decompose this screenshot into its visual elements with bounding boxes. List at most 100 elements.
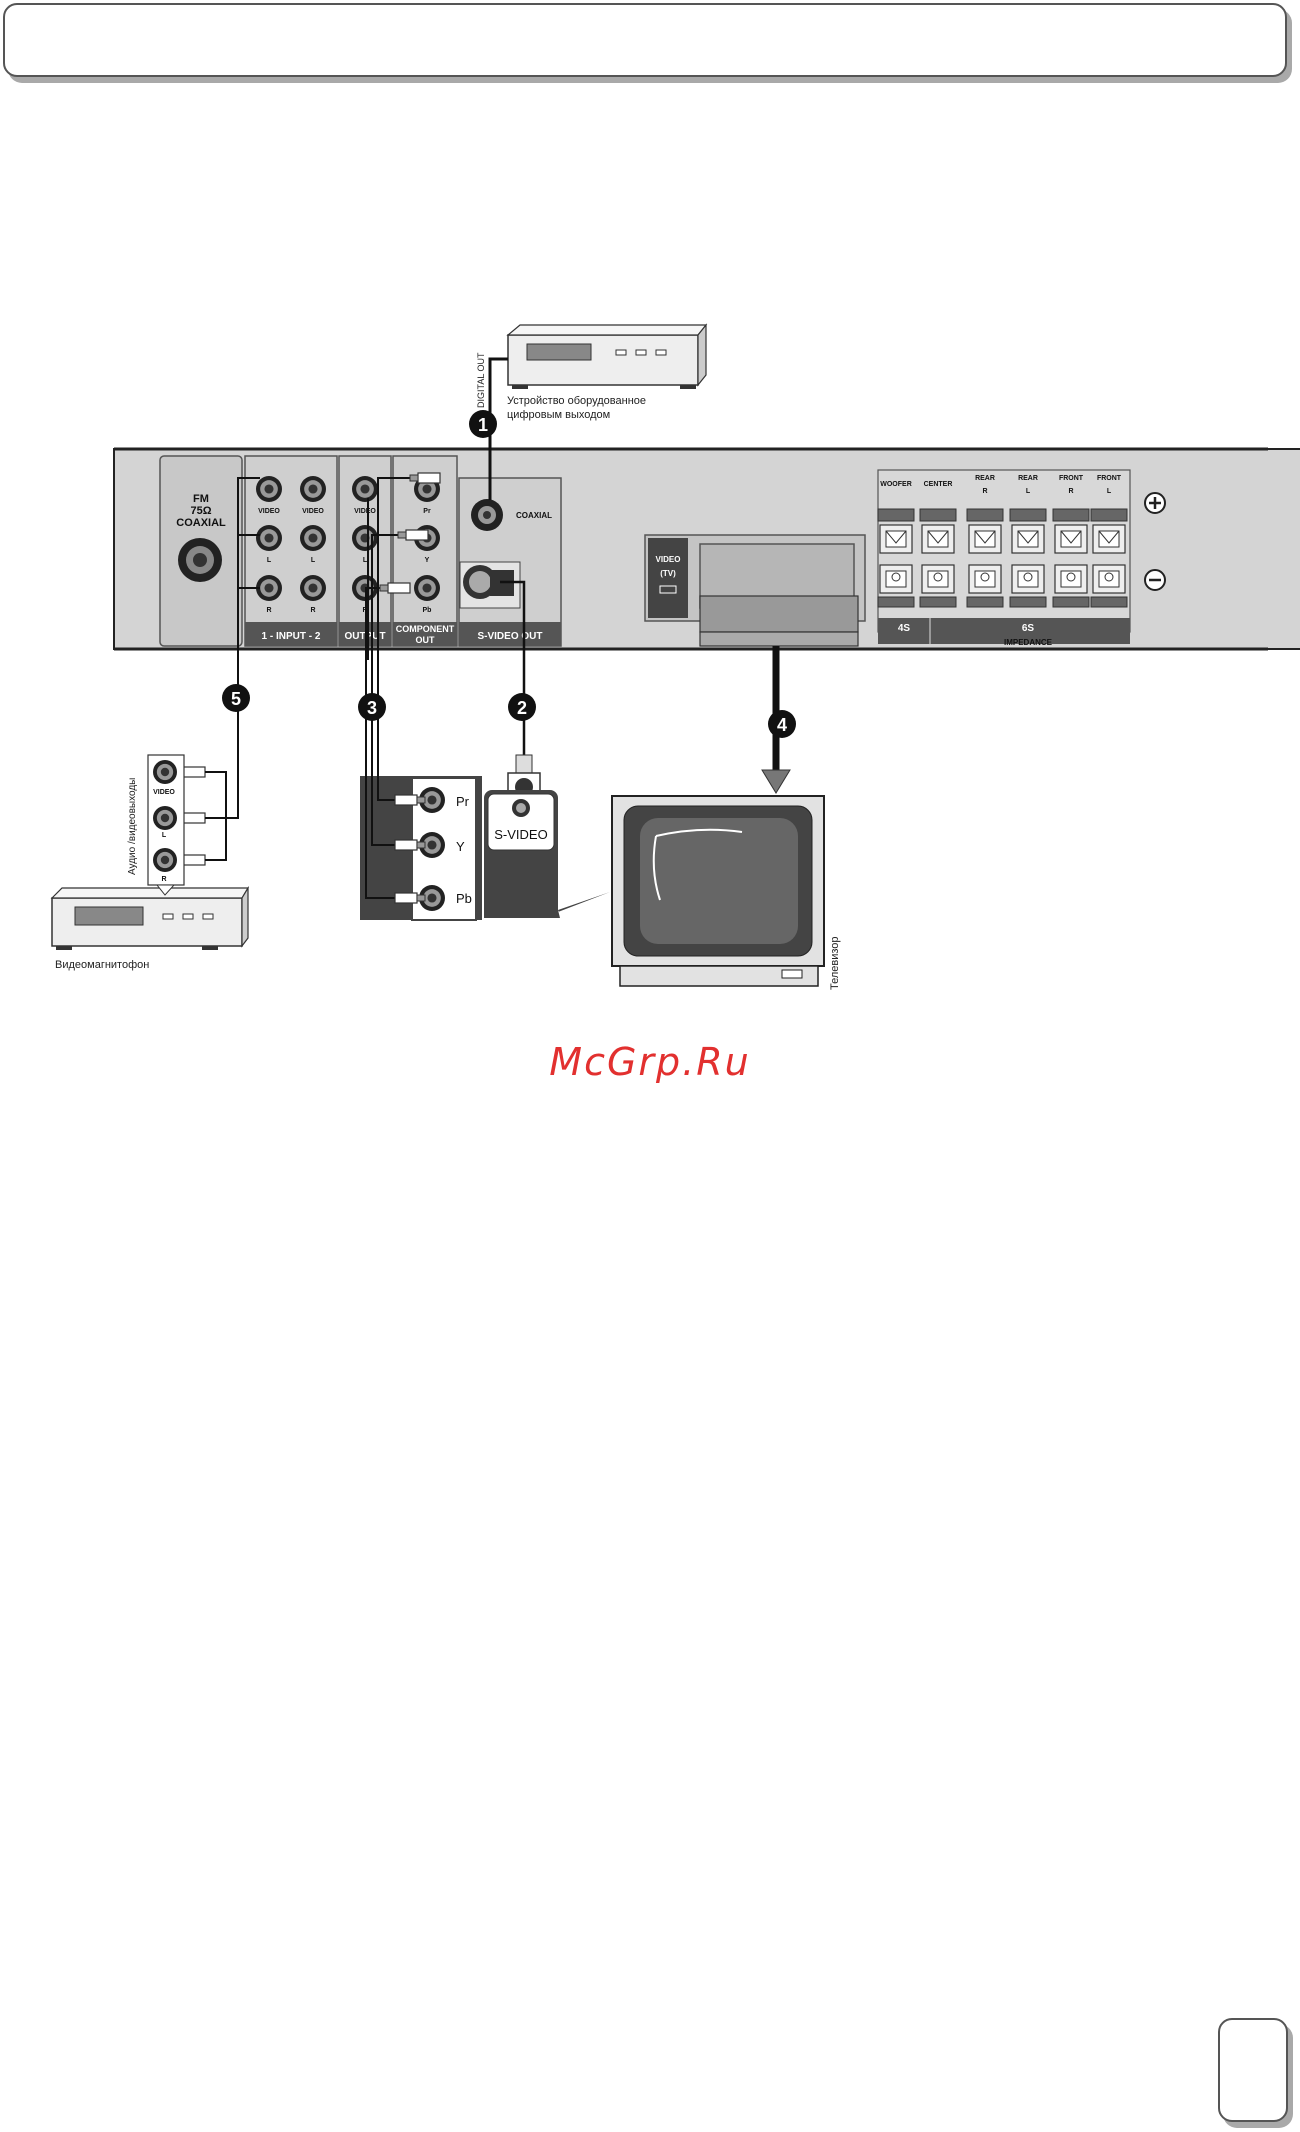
pr-plug: [409, 472, 441, 484]
tv-component-jacks: [419, 787, 445, 911]
scart-plug: [699, 595, 859, 633]
input-l2-label: L: [311, 557, 316, 564]
tv-component-jack-1[interactable]: [419, 787, 445, 813]
input-1-top-jack[interactable]: [256, 476, 282, 502]
scart-icon: [659, 585, 677, 594]
digital-device-display: [526, 343, 592, 361]
input-1-bottom-jack[interactable]: [256, 575, 282, 601]
step-2-number: 2: [517, 698, 527, 718]
coaxial-label: COAXIAL: [516, 511, 552, 520]
speaker-terminal-3[interactable]: [966, 508, 1004, 608]
impedance-label: IMPEDANCE: [1004, 638, 1053, 647]
component-bottom-jack[interactable]: [414, 575, 440, 601]
fm-label: FM: [193, 493, 209, 505]
digital-out-label: DIGITAL OUT: [476, 352, 486, 408]
output-video-label: VIDEO: [354, 508, 376, 515]
speaker-terminal-6[interactable]: [1090, 508, 1128, 608]
vcr-label: Видеомагнитофон: [55, 959, 149, 971]
tv-component-jack-2[interactable]: [419, 832, 445, 858]
digital-device-caption-2: цифровым выходом: [507, 409, 610, 421]
output-l-label: L: [363, 557, 368, 564]
coaxial-cable: [488, 357, 508, 500]
watermark: McGrp.Ru: [549, 1040, 751, 1084]
input-r2-label: R: [310, 607, 315, 614]
tv-y-plug: [394, 839, 426, 851]
step-2-marker: 2: [508, 693, 536, 721]
fm-ohm-label: 75Ω: [190, 505, 211, 517]
step-4-number: 4: [777, 715, 787, 735]
speaker-front-r-label: FRONT: [1059, 475, 1084, 482]
tv-pr-plug: [394, 794, 426, 806]
vcr-l-label: L: [162, 832, 167, 839]
speaker-terminal-5[interactable]: [1052, 508, 1090, 608]
vcr-jacks: [153, 760, 177, 872]
comp-pr-label: Pr: [423, 508, 431, 515]
input-2-mid-jack[interactable]: [300, 525, 326, 551]
input-1-mid-jack[interactable]: [256, 525, 282, 551]
speaker-rear-l-side: L: [1026, 488, 1031, 495]
vcr-av-out-label: Аудио /видеовыходы: [127, 778, 138, 875]
speaker-rear-r-side: R: [982, 488, 987, 495]
scart-label-1: VIDEO: [656, 555, 681, 564]
step-4-marker: 4: [768, 710, 796, 738]
vcr-cables: [205, 477, 260, 861]
tv-label: Телевизор: [829, 936, 841, 990]
speaker-front-l-label: FRONT: [1097, 475, 1122, 482]
digital-device-caption-1: Устройство оборудованное: [507, 395, 646, 407]
fm-coaxial-label: COAXIAL: [176, 517, 226, 529]
speaker-headers: WOOFER CENTER REAR R REAR L FRONT R FRON…: [880, 475, 1122, 495]
svideo-out-label: S-VIDEO OUT: [477, 631, 542, 642]
comp-pb-label: Pb: [423, 607, 432, 614]
pb-plug: [379, 582, 411, 594]
page-number-box: [1218, 2018, 1288, 2122]
component-label-2: OUT: [416, 635, 436, 645]
rca-jacks: [256, 476, 440, 601]
speaker-center-label: CENTER: [924, 481, 953, 488]
tv: Телевизор: [611, 795, 841, 990]
impedance-6s: 6S: [1022, 623, 1035, 634]
speaker-terminals: [877, 508, 1128, 608]
tv-pb-plug: [394, 892, 426, 904]
input-2-top-jack[interactable]: [300, 476, 326, 502]
speaker-front-l-side: L: [1107, 488, 1112, 495]
vcr-jack-2[interactable]: [153, 806, 177, 830]
impedance-4s: 4S: [898, 623, 911, 634]
speaker-front-r-side: R: [1068, 488, 1073, 495]
tv-component-jack-3[interactable]: [419, 885, 445, 911]
output-top-jack[interactable]: [352, 476, 378, 502]
scart-label-2: (TV): [660, 569, 676, 578]
vcr-display: [74, 906, 144, 926]
step-3-marker: 3: [358, 693, 386, 721]
svideo-label: S-VIDEO: [494, 827, 547, 842]
step-3-number: 3: [367, 698, 377, 718]
vcr-video-label: VIDEO: [153, 789, 175, 796]
input-2-bottom-jack[interactable]: [300, 575, 326, 601]
output-mid-jack[interactable]: [352, 525, 378, 551]
input-l1-label: L: [267, 557, 272, 564]
speaker-terminal-2[interactable]: [919, 508, 957, 608]
tv-pr-label: Pr: [456, 794, 470, 809]
input-video2-label: VIDEO: [302, 508, 324, 515]
speaker-rear-r-label: REAR: [975, 475, 995, 482]
step-1-marker: 1: [469, 410, 497, 438]
vcr-jack-1[interactable]: [153, 760, 177, 784]
speaker-rear-l-label: REAR: [1018, 475, 1038, 482]
vcr: Видеомагнитофон Аудио /видеовыходы VIDEO…: [50, 754, 250, 971]
step-5-number: 5: [231, 689, 241, 709]
connection-diagram: FM 75Ω COAXIAL 1 - INPUT - 2 OUTPUT COMP…: [50, 323, 1300, 990]
comp-y-label: Y: [425, 557, 430, 564]
tv-y-label: Y: [456, 839, 465, 854]
speaker-terminal-4[interactable]: [1009, 508, 1047, 608]
input-label: 1 - INPUT - 2: [262, 631, 321, 642]
speaker-woofer-label: WOOFER: [880, 481, 912, 488]
tv-pb-label: Pb: [456, 891, 472, 906]
component-label-1: COMPONENT: [396, 624, 455, 634]
y-plug: [397, 529, 429, 541]
step-5-marker: 5: [222, 684, 250, 712]
input-r1-label: R: [266, 607, 271, 614]
page-header-box: [3, 3, 1287, 77]
step-1-number: 1: [478, 415, 488, 435]
speaker-terminal-1[interactable]: [877, 508, 915, 608]
vcr-jack-3[interactable]: [153, 848, 177, 872]
digital-device: Устройство оборудованное цифровым выходо…: [476, 323, 708, 421]
